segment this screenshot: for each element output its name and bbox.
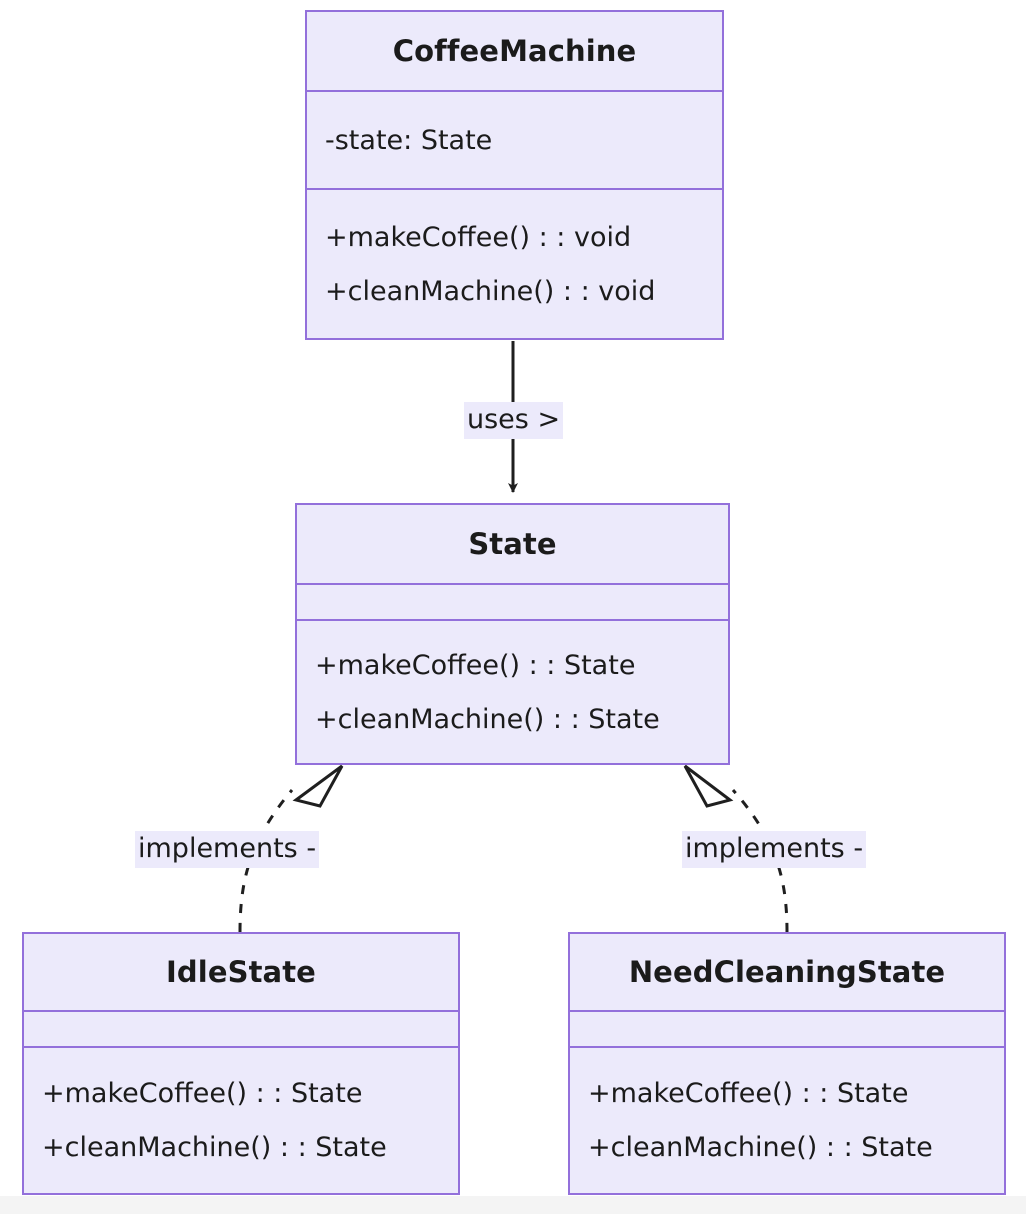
class-title-needcleaningstate: NeedCleaningState	[570, 934, 1004, 1012]
class-method: +makeCoffee() : : State	[588, 1078, 909, 1109]
class-title-idlestate: IdleState	[24, 934, 458, 1012]
class-attributes-state	[297, 585, 728, 621]
class-method: +cleanMachine() : : State	[315, 703, 660, 735]
edge-label-uses: uses >	[464, 402, 564, 439]
class-node-state[interactable]: State +makeCoffee() : : State +cleanMach…	[295, 503, 730, 765]
class-node-needcleaningstate[interactable]: NeedCleaningState +makeCoffee() : : Stat…	[568, 932, 1006, 1195]
hollow-triangle-icon-right	[683, 764, 734, 808]
class-method: +makeCoffee() : : State	[315, 649, 636, 681]
class-title-state: State	[297, 505, 728, 585]
footer-strip	[0, 1196, 1026, 1214]
hollow-triangle-icon-left	[292, 764, 344, 808]
class-method: +cleanMachine() : : void	[325, 275, 656, 307]
class-attributes-coffeemachine: -state: State	[307, 92, 722, 190]
class-method: +makeCoffee() : : void	[325, 221, 632, 253]
class-method: +cleanMachine() : : State	[588, 1132, 933, 1163]
class-method: +makeCoffee() : : State	[42, 1078, 363, 1109]
class-attribute: -state: State	[325, 124, 493, 156]
class-node-coffeemachine[interactable]: CoffeeMachine -state: State +makeCoffee(…	[305, 10, 724, 340]
edge-implements-idle-line	[238, 789, 294, 933]
class-attributes-needcleaningstate	[570, 1012, 1004, 1048]
class-methods-needcleaningstate: +makeCoffee() : : State +cleanMachine() …	[570, 1048, 1004, 1193]
class-methods-state: +makeCoffee() : : State +cleanMachine() …	[297, 621, 728, 763]
class-method: +cleanMachine() : : State	[42, 1132, 387, 1163]
class-methods-coffeemachine: +makeCoffee() : : void +cleanMachine() :…	[307, 190, 722, 338]
edge-label-implements-needcleaning: implements -	[682, 831, 867, 868]
class-methods-idlestate: +makeCoffee() : : State +cleanMachine() …	[24, 1048, 458, 1193]
class-node-idlestate[interactable]: IdleState +makeCoffee() : : State +clean…	[22, 932, 460, 1195]
class-attributes-idlestate	[24, 1012, 458, 1048]
edge-label-implements-idle: implements -	[135, 831, 320, 868]
edge-implements-needcleaning-line	[731, 789, 789, 933]
class-title-coffeemachine: CoffeeMachine	[307, 12, 722, 92]
